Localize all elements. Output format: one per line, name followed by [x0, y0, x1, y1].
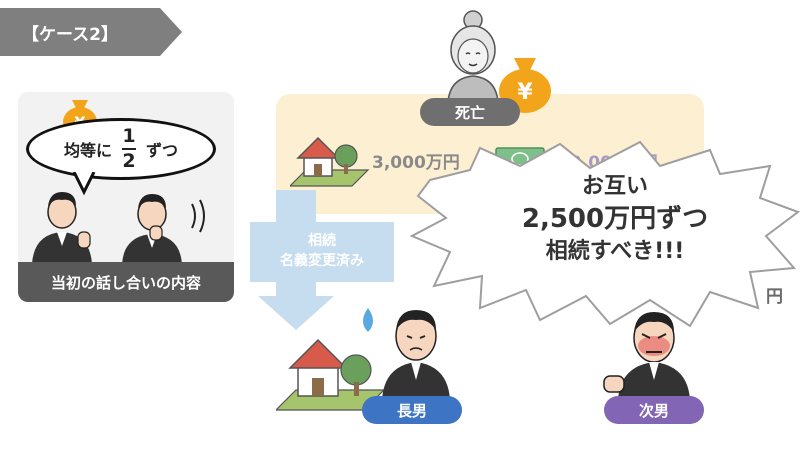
fraction-denominator: 2: [122, 150, 136, 172]
house-value: 3,000万円: [372, 153, 460, 173]
eldest-son-avatar: [382, 310, 450, 400]
brothers-discussing-illustration: [32, 192, 205, 264]
eldest-son-label: 長男: [362, 396, 462, 424]
bubble-suffix: ずつ: [146, 141, 179, 160]
transfer-arrow-head: [258, 296, 334, 330]
house-icon: [290, 136, 370, 187]
deceased-label: 死亡: [420, 98, 520, 126]
shout-line-1: お互い: [581, 174, 648, 199]
bubble-tail-icon: [72, 172, 96, 196]
shout-line-3: 相続すべき!!!: [545, 238, 685, 264]
case-label: 【ケース2】: [0, 8, 182, 56]
transfer-line-1: 相続: [308, 233, 336, 250]
second-son-avatar: [603, 312, 690, 400]
svg-text:¥: ¥: [517, 80, 533, 105]
grandmother-avatar: [447, 10, 499, 102]
shout-line-2: 2,500万円ずつ: [521, 203, 709, 234]
house-icon: [276, 338, 386, 411]
shout-bubble: [410, 140, 800, 328]
fraction-numerator: 1: [122, 125, 136, 147]
bubble-prefix: 均等に: [63, 141, 112, 160]
transfer-note: 相続 名義変更済み: [250, 222, 394, 282]
half-fraction: 1 2: [122, 127, 136, 171]
transfer-line-2: 名義変更済み: [280, 253, 364, 269]
partially-hidden-amount-2: 円: [766, 287, 783, 307]
shout-text: お互い 2,500万円ずつ 相続すべき!!!: [495, 172, 735, 266]
initial-discussion-caption: 当初の話し合いの内容: [18, 262, 234, 302]
speech-bubble: 均等に 1 2 ずつ: [26, 118, 216, 180]
second-son-label: 次男: [604, 396, 704, 424]
sweat-drop-icon: [363, 308, 373, 332]
